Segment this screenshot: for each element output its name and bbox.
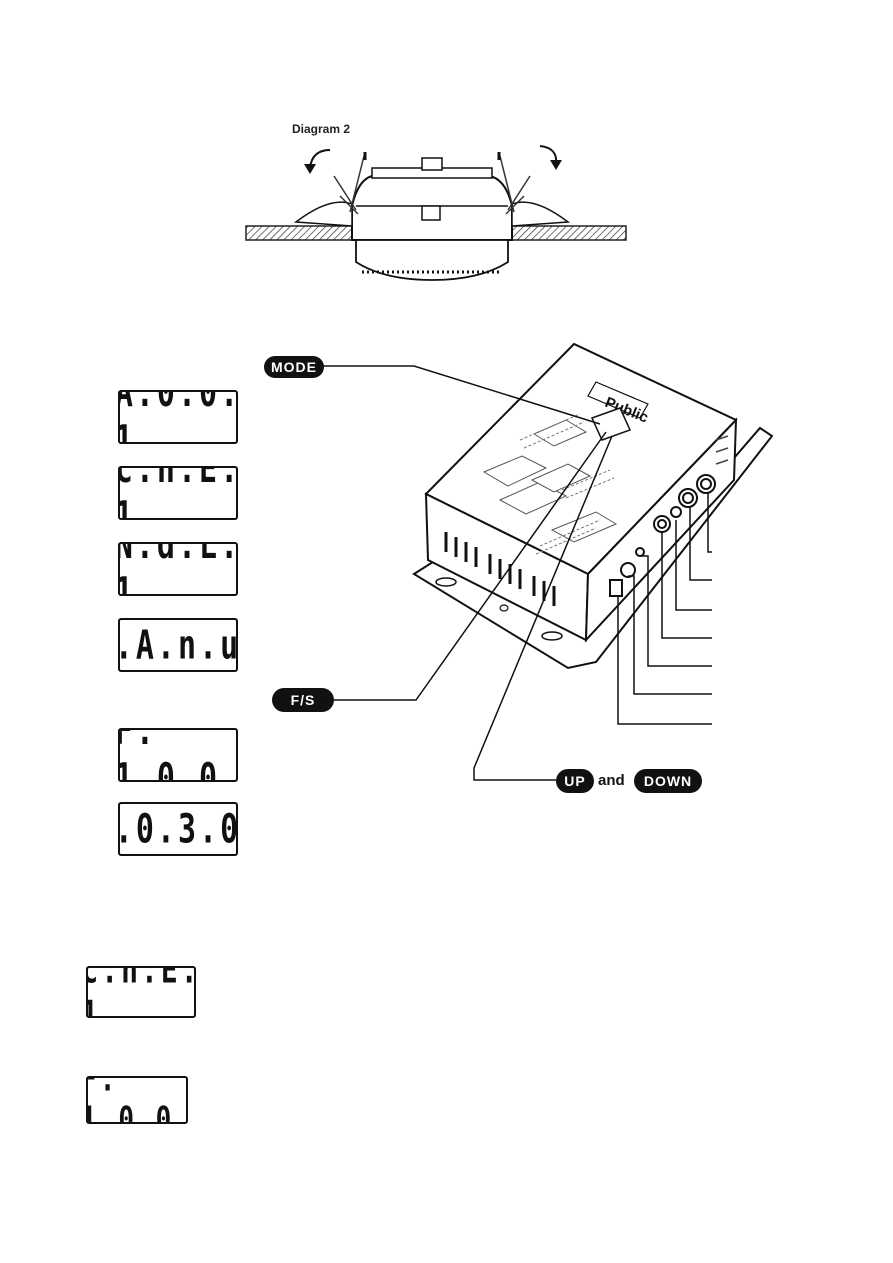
fs-leader-line [334,431,607,701]
diagram-2-title: Diagram 2 [292,122,351,136]
device-display-window [590,407,632,441]
lcd-display-manual: N.A.n.u. [118,618,238,672]
speaker-grille [355,239,509,281]
lcd-display-address: A.0.0. 1. [118,390,238,444]
mode-button-label: MODE [264,356,324,378]
lcd-display-channel: c.h.E. 1 [118,466,238,520]
lcd-display-speed: 5.0.3.0. [118,802,238,856]
updown-leader-line [473,435,613,781]
down-button-label: DOWN [634,769,702,793]
fs-button-label: F/S [272,688,334,712]
lcd-display-channel-bottom: c.h.E. 1 [86,966,196,1018]
ceiling-mount-illustration [245,145,627,281]
lcd-display-frequency-bottom: F. 1.0.0. [86,1076,188,1124]
lcd-display-mode: N.d.L. 1 [118,542,238,596]
mode-leader-line [322,365,601,425]
and-label: and [598,772,625,789]
lcd-display-frequency: F. 1.0.0. [118,728,238,782]
up-button-label: UP [556,769,594,793]
